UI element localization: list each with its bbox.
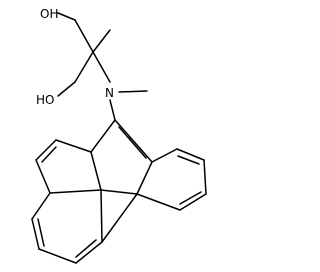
bond-benzo-3 xyxy=(203,159,207,195)
bond-central-5 xyxy=(114,119,153,163)
bond-lower-double-2 xyxy=(75,239,97,258)
bond-c2-o2 xyxy=(57,81,76,97)
bond-benzo-1 xyxy=(151,148,178,163)
bond-five-double xyxy=(41,146,57,163)
bond-benzo-double-1 xyxy=(177,155,200,165)
bond-five-1 xyxy=(55,139,92,153)
bond-central-1 xyxy=(90,119,116,153)
bond-cq-n xyxy=(92,51,111,83)
bond-central-4 xyxy=(136,161,153,195)
bond-n-ring xyxy=(109,99,116,121)
molecule-structure: OH HO N xyxy=(31,7,207,264)
bond-benzo-4 xyxy=(179,193,207,211)
side-chain-bonds xyxy=(57,12,148,121)
bond-cq-c2 xyxy=(74,51,94,83)
bond-five-3 xyxy=(35,159,51,194)
bond-o1-c1 xyxy=(57,12,76,21)
bond-five-4 xyxy=(49,189,102,194)
bond-n-methyl xyxy=(118,90,148,93)
bond-lower-2 xyxy=(31,218,40,250)
bond-benzo-double-2 xyxy=(179,191,202,205)
bond-lower-6 xyxy=(100,189,103,243)
ring-bonds xyxy=(31,119,207,264)
hydroxyl-label-top: OH xyxy=(40,7,58,21)
bond-central-double xyxy=(118,126,147,159)
bond-central-2 xyxy=(90,151,102,191)
bond-c1-cq xyxy=(74,19,94,53)
nitrogen-label: N xyxy=(105,86,114,100)
bond-central-3 xyxy=(100,189,138,195)
bond-lower-5 xyxy=(101,193,138,243)
bond-benzo-2 xyxy=(176,148,205,161)
bond-cq-methyl xyxy=(92,29,111,53)
bond-lower-3 xyxy=(38,248,77,264)
bond-lower-double-1 xyxy=(37,218,45,247)
bond-lower-4 xyxy=(75,241,103,264)
bond-benzo-5 xyxy=(136,193,181,211)
bond-lower-1 xyxy=(31,192,51,220)
bond-five-2 xyxy=(35,139,57,161)
hydroxyl-label-left: HO xyxy=(36,93,54,107)
